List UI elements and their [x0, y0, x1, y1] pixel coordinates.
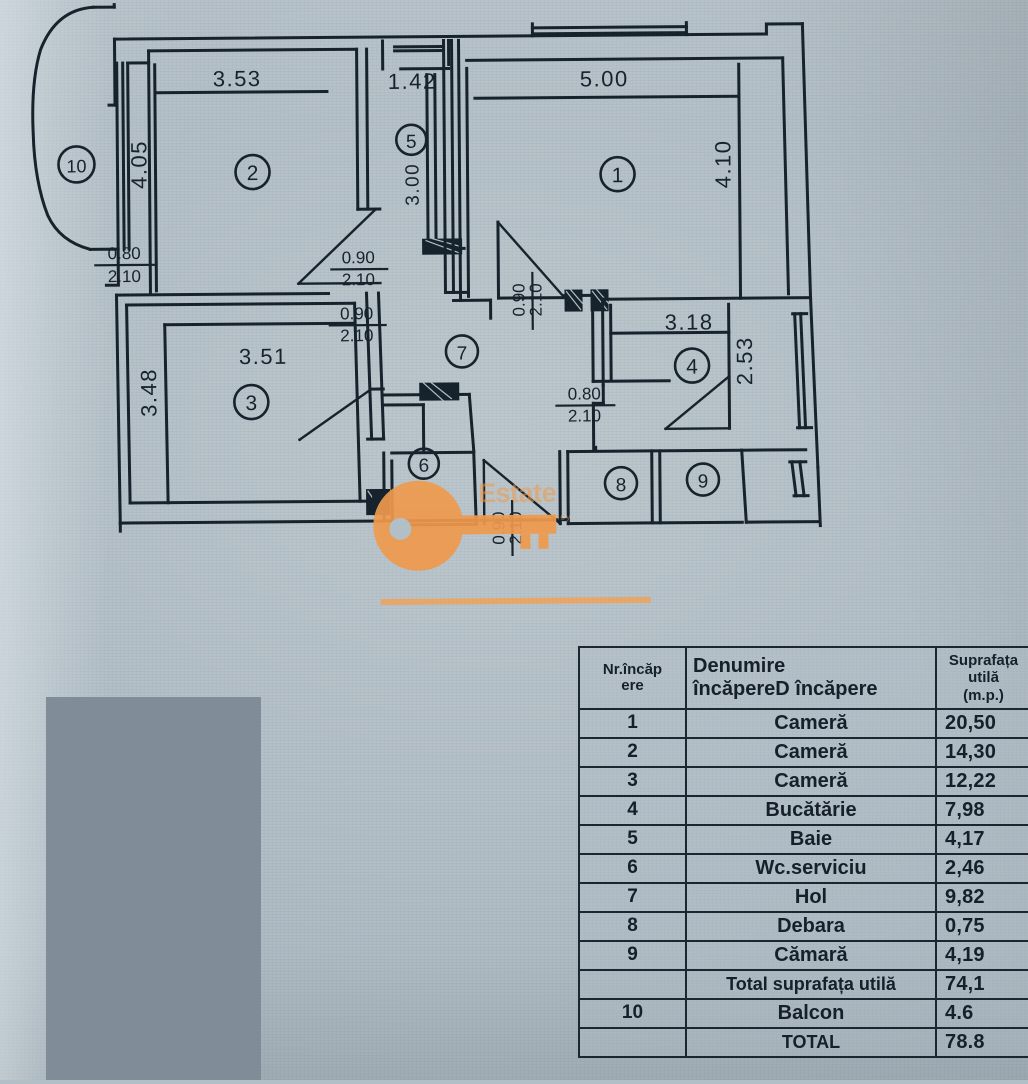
dim-room2-height: 4.05	[126, 140, 151, 189]
room-marker-9: 9	[698, 471, 709, 492]
cell-suprafata: 4,17	[936, 825, 1028, 854]
cell-nr: 10	[579, 999, 686, 1028]
svg-text:0.80: 0.80	[108, 244, 141, 263]
cell-suprafata: 74,1	[936, 970, 1028, 999]
header-suprafata-line2: utilă	[943, 669, 1024, 686]
cell-denumire: Cămară	[686, 941, 936, 970]
dim-room4-height: 2.53	[732, 336, 757, 385]
cell-suprafata: 12,22	[936, 767, 1028, 796]
cell-denumire: Wc.serviciu	[686, 854, 936, 883]
opening-kitchen-door: 0.80 2.10	[555, 384, 615, 425]
cell-suprafata: 9,82	[936, 883, 1028, 912]
opening-bath-door: 0.90 2.10	[509, 272, 545, 330]
cell-nr: 2	[579, 738, 686, 767]
cell-denumire: Bucătărie	[686, 796, 936, 825]
room-schedule-table: Nr.încăp ere Denumire încăpereD încăpere…	[578, 646, 1028, 1058]
cell-denumire: Baie	[686, 825, 936, 854]
header-nr-incapere: Nr.încăp ere	[579, 647, 686, 709]
header-nr-line2: ere	[586, 678, 679, 694]
header-suprafata: Suprafața utilă (m.p.)	[936, 647, 1028, 709]
header-nr-line1: Nr.încăp	[586, 662, 679, 678]
cell-denumire: Cameră	[686, 709, 936, 738]
cell-nr: 1	[579, 709, 686, 738]
header-denumire-line1: Denumire	[693, 655, 929, 677]
header-denumire-line2: încăpereD încăpere	[693, 678, 929, 700]
svg-text:2.10: 2.10	[342, 270, 375, 289]
cell-denumire: Cameră	[686, 767, 936, 796]
header-suprafata-line3: (m.p.)	[943, 687, 1024, 704]
room-marker-4: 4	[686, 356, 698, 379]
cell-nr	[579, 1028, 686, 1057]
cell-nr: 5	[579, 825, 686, 854]
cell-suprafata: 7,98	[936, 796, 1028, 825]
svg-text:2.10: 2.10	[108, 267, 141, 286]
cell-nr: 9	[579, 941, 686, 970]
watermark-brand: Estate	[478, 479, 673, 508]
room-marker-1: 1	[612, 164, 624, 187]
dim-room5-width: 1.42	[388, 69, 437, 94]
cell-denumire: Cameră	[686, 738, 936, 767]
cell-nr: 3	[579, 767, 686, 796]
cell-suprafata: 4.6	[936, 999, 1028, 1028]
cell-nr	[579, 970, 686, 999]
table-header-row: Nr.încăp ere Denumire încăpereD încăpere…	[579, 647, 1028, 709]
header-denumire: Denumire încăpereD încăpere	[686, 647, 936, 709]
dim-room1-width: 5.00	[580, 66, 629, 91]
dim-room4-width: 3.18	[665, 309, 714, 334]
cell-suprafata: 20,50	[936, 709, 1028, 738]
header-suprafata-line1: Suprafața	[943, 652, 1024, 669]
dim-room5-height: 3.00	[402, 163, 423, 206]
cell-nr: 8	[579, 912, 686, 941]
svg-text:2.10: 2.10	[568, 406, 601, 425]
cell-suprafata: 78.8	[936, 1028, 1028, 1057]
svg-text:0.90: 0.90	[342, 248, 375, 267]
svg-text:0.90: 0.90	[340, 304, 373, 323]
cell-nr: 7	[579, 883, 686, 912]
room-marker-7: 7	[457, 343, 468, 364]
dim-room3-width: 3.51	[239, 344, 288, 369]
cell-denumire: Hol	[686, 883, 936, 912]
schedule-table: Nr.încăp ere Denumire încăpereD încăpere…	[578, 646, 1028, 1058]
svg-text:0.80: 0.80	[568, 384, 601, 403]
room-marker-3: 3	[245, 392, 257, 415]
room-marker-5: 5	[406, 132, 417, 153]
room-marker-10: 10	[66, 156, 86, 176]
watermark-bar	[381, 597, 651, 605]
cell-denumire: Debara	[686, 912, 936, 941]
watermark-text: Estate real estate agency	[478, 479, 673, 523]
cell-nr: 6	[579, 854, 686, 883]
cell-nr: 4	[579, 796, 686, 825]
redaction-block	[46, 697, 261, 1080]
cell-denumire: TOTAL	[686, 1028, 936, 1057]
cell-suprafata: 2,46	[936, 854, 1028, 883]
watermark: Estate real estate agency	[370, 469, 671, 616]
dim-room2-width: 3.53	[213, 66, 262, 91]
cell-suprafata: 14,30	[936, 738, 1028, 767]
cell-denumire: Balcon	[686, 999, 936, 1028]
room-marker-2: 2	[247, 162, 259, 185]
svg-text:2.10: 2.10	[526, 283, 545, 316]
dim-room3-height: 3.48	[136, 368, 161, 417]
dim-room1-height: 4.10	[710, 139, 735, 188]
watermark-tagline: real estate agency	[478, 512, 673, 523]
cell-denumire: Total suprafața utilă	[686, 970, 936, 999]
cell-suprafata: 4,19	[936, 941, 1028, 970]
cell-suprafata: 0,75	[936, 912, 1028, 941]
svg-text:2.10: 2.10	[340, 326, 373, 345]
